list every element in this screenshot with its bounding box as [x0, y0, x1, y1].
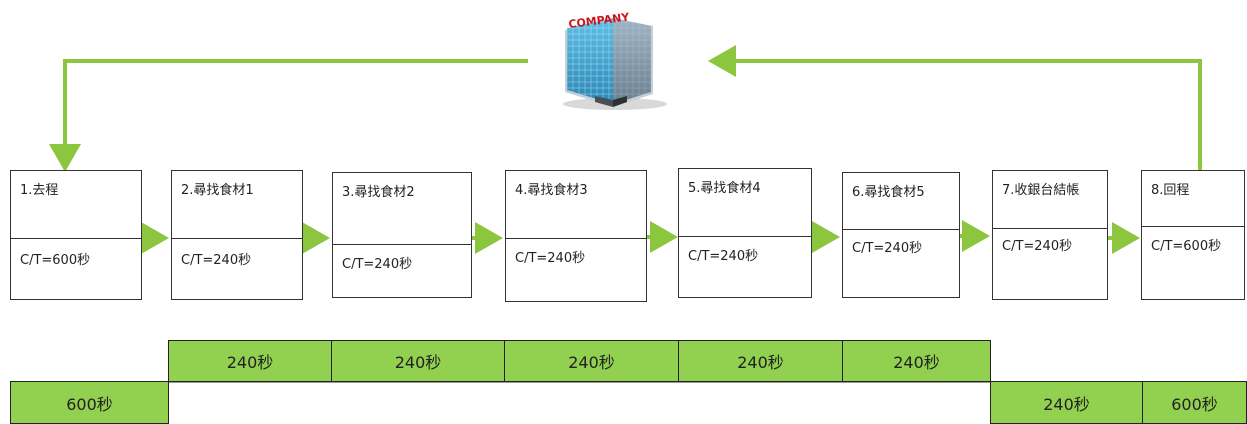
- step-3-cycle-time: C/T=240秒: [342, 257, 413, 272]
- timeline-top-bar-4: 240秒: [678, 340, 843, 382]
- step-7-cycle-time: C/T=240秒: [1002, 239, 1073, 254]
- timeline-top-bar-3: 240秒: [504, 340, 679, 382]
- step-8-divider: [1142, 226, 1244, 227]
- timeline-baseline: [168, 382, 991, 383]
- step-5-divider: [679, 236, 811, 237]
- timeline-top-bar-5: 240秒: [842, 340, 991, 382]
- step-5-cycle-time: C/T=240秒: [688, 249, 759, 264]
- step-2: 2.尋找食材1 C/T=240秒: [171, 170, 303, 300]
- step-8-name: 8.回程: [1151, 183, 1190, 198]
- timeline-bottom-bar-2: 240秒: [990, 381, 1143, 424]
- timeline-bottom-bar-3: 600秒: [1142, 381, 1247, 424]
- company-building-icon: COMPANY: [563, 11, 667, 110]
- step-4-cycle-time: C/T=240秒: [515, 251, 586, 266]
- step-1-divider: [11, 238, 141, 239]
- step-3-divider: [333, 244, 471, 245]
- step-6: 6.尋找食材5 C/T=240秒: [842, 172, 960, 298]
- step-4: 4.尋找食材3 C/T=240秒: [505, 170, 647, 302]
- timeline-top-bar-2: 240秒: [331, 340, 505, 382]
- step-7-name: 7.收銀台結帳: [1002, 183, 1080, 198]
- step-1-cycle-time: C/T=600秒: [20, 253, 91, 268]
- timeline-top-bar-1: 240秒: [168, 340, 332, 382]
- step-8-cycle-time: C/T=600秒: [1151, 239, 1222, 254]
- timeline-bottom-bar-1: 600秒: [10, 381, 169, 424]
- step-4-divider: [506, 238, 646, 239]
- step-4-name: 4.尋找食材3: [515, 183, 588, 198]
- step-2-name: 2.尋找食材1: [181, 183, 254, 198]
- step-7-divider: [993, 228, 1107, 229]
- step-6-cycle-time: C/T=240秒: [852, 241, 923, 256]
- step-5: 5.尋找食材4 C/T=240秒: [678, 168, 812, 298]
- arrow-company-to-step-1: [49, 59, 528, 172]
- step-6-name: 6.尋找食材5: [852, 185, 925, 200]
- step-2-cycle-time: C/T=240秒: [181, 253, 252, 268]
- step-8: 8.回程 C/T=600秒: [1141, 170, 1245, 300]
- step-1-name: 1.去程: [20, 183, 59, 198]
- step-2-divider: [172, 238, 302, 239]
- step-3-name: 3.尋找食材2: [342, 185, 415, 200]
- step-7: 7.收銀台結帳 C/T=240秒: [992, 170, 1108, 300]
- arrow-step-8-to-company: [708, 45, 1202, 170]
- step-3: 3.尋找食材2 C/T=240秒: [332, 172, 472, 298]
- step-6-divider: [843, 229, 959, 230]
- step-1: 1.去程 C/T=600秒: [10, 170, 142, 300]
- step-5-name: 5.尋找食材4: [688, 181, 761, 196]
